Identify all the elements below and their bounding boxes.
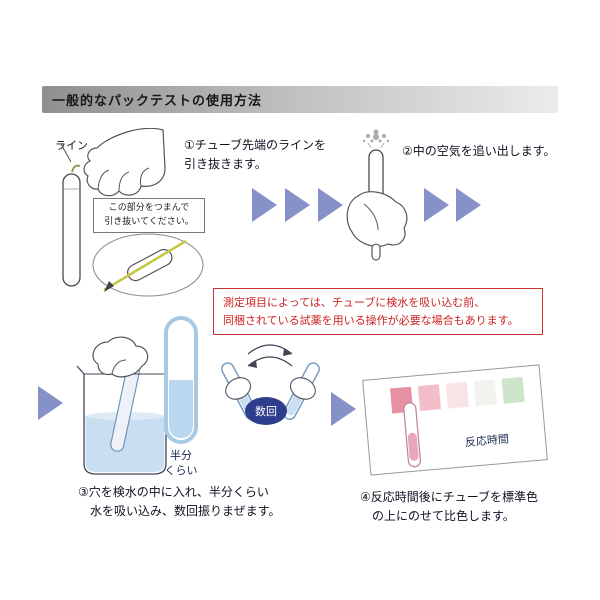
tube-tip-zoom-illustration [92, 233, 204, 297]
step1-illustration [60, 128, 166, 287]
arrow-right-icon [456, 188, 481, 222]
color-swatch [473, 379, 497, 407]
arrow-right-icon [38, 386, 63, 420]
color-swatch [501, 376, 525, 404]
step1-caption: ①チューブ先端のラインを 引き抜きます。 [184, 138, 327, 171]
header-bar: 一般的なパックテストの使用方法 [42, 86, 558, 113]
arrow-right-icon [285, 188, 310, 222]
step2-illustration [346, 129, 408, 261]
pinch-callout: この部分をつまんで 引き抜いてください。 [93, 198, 205, 233]
notice-box: 測定項目によっては、チューブに検水を吸い込む前、 同梱されている試薬を用いる操作… [213, 288, 543, 336]
step4-caption: ④反応時間後にチューブを標準色 の上にのせて比色します。 [360, 490, 539, 523]
reaction-time-label: 反応時間 [464, 432, 510, 450]
half-filled-tube-illustration [164, 316, 198, 444]
result-tube-illustration [403, 402, 422, 468]
color-swatch [417, 384, 442, 412]
color-chart-card: 反応時間 [362, 364, 548, 476]
arrow-right-icon [331, 392, 356, 426]
arrow-right-icon [252, 188, 277, 222]
shake-count-badge: 数回 [245, 397, 287, 425]
arrow-right-icon [318, 188, 343, 222]
color-swatch [445, 381, 469, 409]
step3-caption: ③穴を検水の中に入れ、半分くらい 水を吸い込み、数回振りまぜます。 [78, 485, 281, 518]
page-title: 一般的なパックテストの使用方法 [52, 94, 263, 109]
arrow-right-icon [424, 188, 449, 222]
step3-beaker-illustration [76, 336, 167, 475]
half-amount-label: 半分 くらい [164, 449, 198, 477]
step2-caption: ②中の空気を追い出します。 [402, 144, 556, 158]
